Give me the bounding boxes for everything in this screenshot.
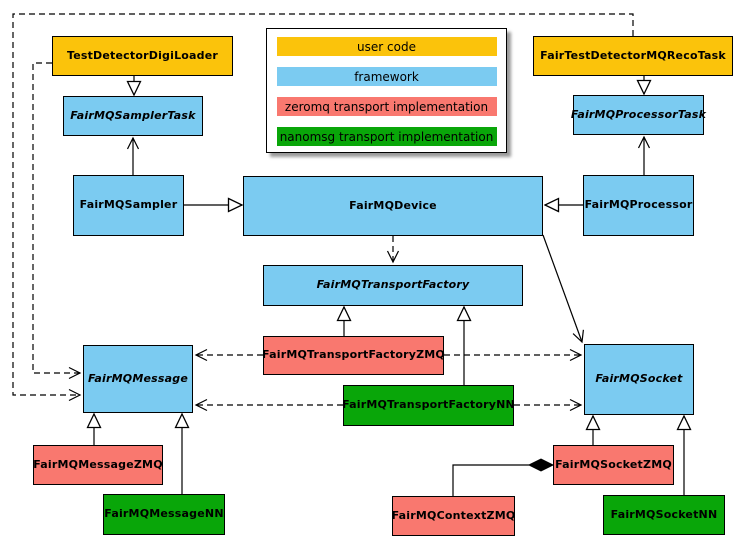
node-FairMQMessageZMQ: FairMQMessageZMQ: [33, 445, 163, 485]
node-FairMQTransportFactoryZMQ: FairMQTransportFactoryZMQ: [262, 336, 445, 375]
node-FairMQContextZMQ: FairMQContextZMQ: [392, 496, 515, 536]
node-FairMQTransportFactory: FairMQTransportFactory: [263, 265, 523, 306]
node-TestDetectorDigiLoader: TestDetectorDigiLoader: [52, 36, 233, 76]
node-FairMQSocketNN: FairMQSocketNN: [603, 495, 725, 535]
edge-contextzmq-socketzmq-composition: [452, 464, 529, 496]
node-FairMQProcessor: FairMQProcessor: [583, 175, 694, 236]
edge-device-socket-association: [542, 234, 584, 344]
node-FairMQMessage: FairMQMessage: [83, 345, 193, 413]
node-FairMQMessageNN: FairMQMessageNN: [103, 494, 225, 535]
legend-item-framework: framework: [276, 67, 497, 86]
node-FairMQSampler: FairMQSampler: [73, 175, 184, 236]
node-FairMQProcessorTask: FairMQProcessorTask: [571, 95, 706, 135]
node-FairMQSamplerTask: FairMQSamplerTask: [63, 96, 203, 136]
edge-recotask-message-dependency: [12, 13, 634, 402]
composition-diamond: [527, 458, 555, 472]
legend-item-zeromq: zeromq transport implementation: [276, 97, 497, 116]
legend: user code framework zeromq transport imp…: [266, 28, 507, 153]
node-FairMQTransportFactoryNN: FairMQTransportFactoryNN: [342, 385, 515, 426]
legend-item-nanomsg: nanomsg transport implementation: [276, 127, 497, 146]
node-FairTestDetectorMQRecoTask: FairTestDetectorMQRecoTask: [533, 36, 733, 76]
node-FairMQSocket: FairMQSocket: [584, 344, 694, 415]
legend-item-user-code: user code: [276, 37, 497, 56]
edge-digiloader-message-dependency: [32, 62, 82, 380]
node-FairMQSocketZMQ: FairMQSocketZMQ: [553, 445, 674, 485]
node-FairMQDevice: FairMQDevice: [243, 176, 543, 236]
